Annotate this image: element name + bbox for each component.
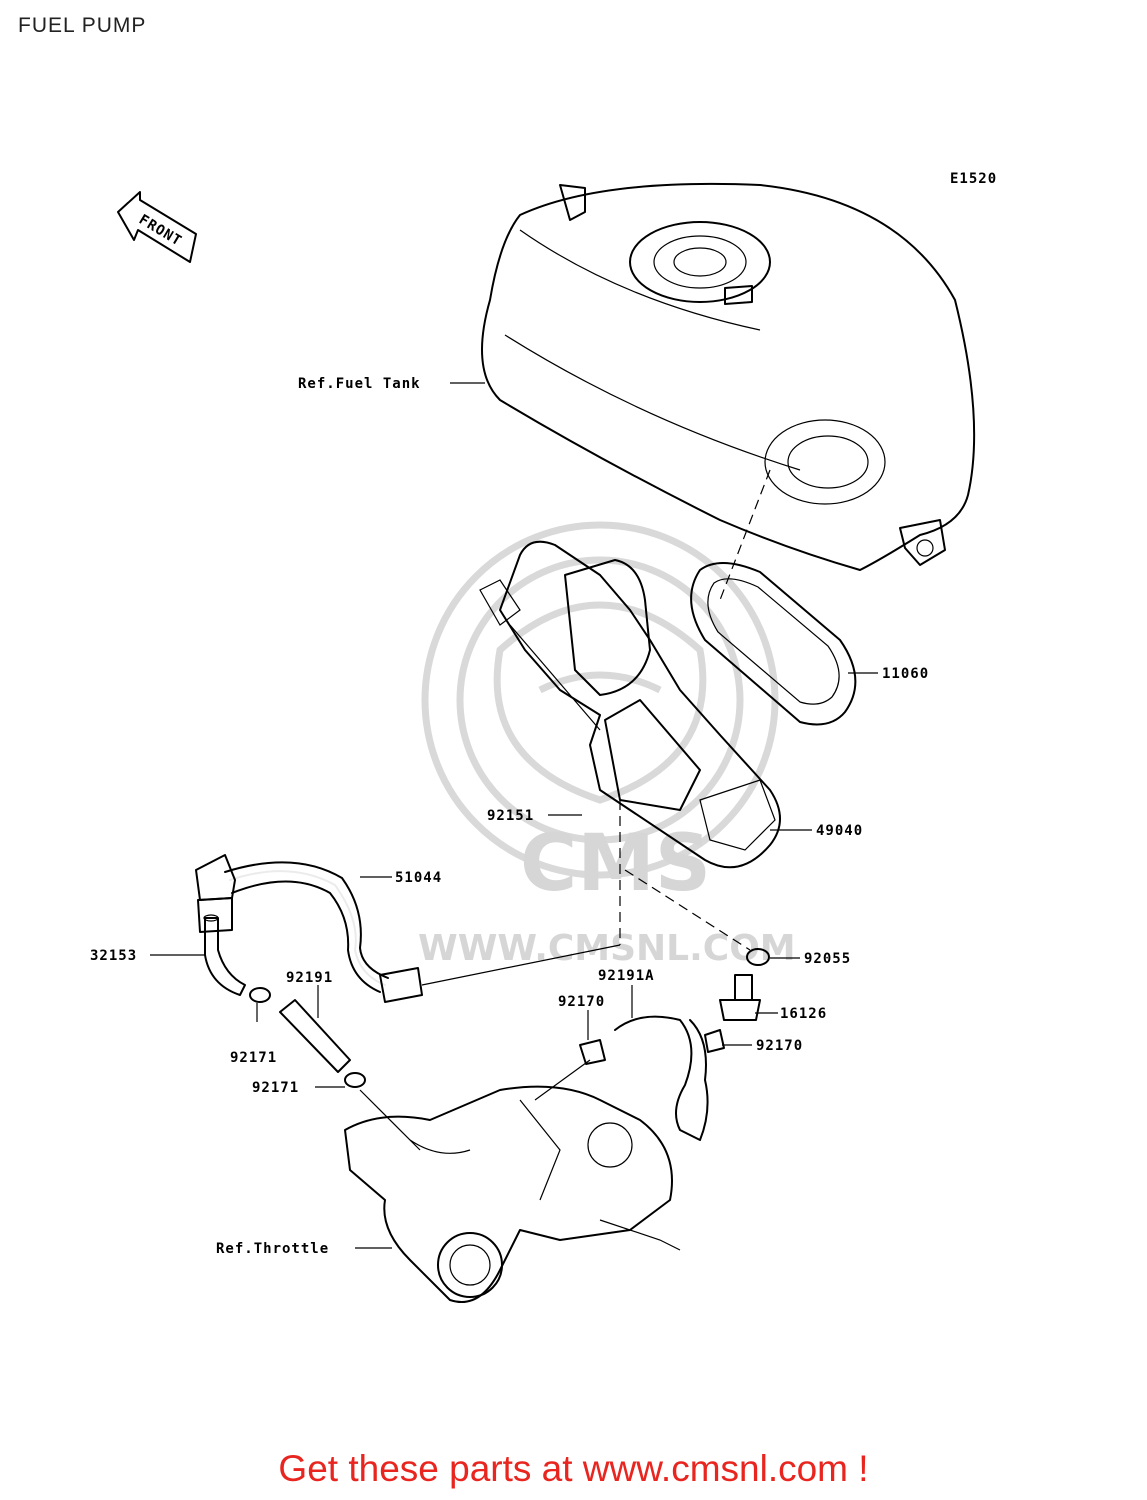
label-92171-upper: 92171 [252,1080,299,1096]
clamp-92170 [579,1029,725,1065]
diagram-code: E1520 [950,171,997,187]
watermark-url: WWW.CMSNL.COM [418,928,796,969]
label-92171-lower: 92171 [230,1050,277,1066]
pipe-32153 [203,914,246,996]
label-92170-right: 92170 [756,1038,803,1054]
clamps-92171 [249,987,366,1088]
washer-92055 [746,948,770,966]
label-49040: 49040 [816,823,863,839]
leader-lines [150,382,878,1249]
gasket-11060 [690,561,857,726]
label-92170-mid: 92170 [558,994,605,1010]
front-arrow-icon: FRONT [117,191,197,263]
label-16126: 16126 [780,1006,827,1022]
fuel-hose-51044 [195,854,621,1003]
label-92151: 92151 [487,808,534,824]
page-title: FUEL PUMP [18,14,147,37]
label-11060: 11060 [882,666,929,682]
label-92055: 92055 [804,951,851,967]
label-ref-throttle: Ref.Throttle [216,1241,329,1257]
hose-92191a [614,1015,709,1141]
throttle-body [344,1059,681,1303]
label-32153: 32153 [90,948,137,964]
footer-link[interactable]: Get these parts at www.cmsnl.com ! [278,1448,869,1489]
sensor-16126 [719,974,761,1021]
label-51044: 51044 [395,870,442,886]
fuel-pump-assembly-49040 [479,540,781,951]
watermark-logo: CMS WWW.CMSNL.COM [418,521,796,969]
label-ref-fuel-tank: Ref.Fuel Tank [298,376,421,392]
watermark-brand: CMS [520,819,711,909]
label-92191a: 92191A [598,968,655,984]
hose-92191 [279,999,351,1073]
label-92191: 92191 [286,970,333,986]
fuel-tank [481,182,976,601]
